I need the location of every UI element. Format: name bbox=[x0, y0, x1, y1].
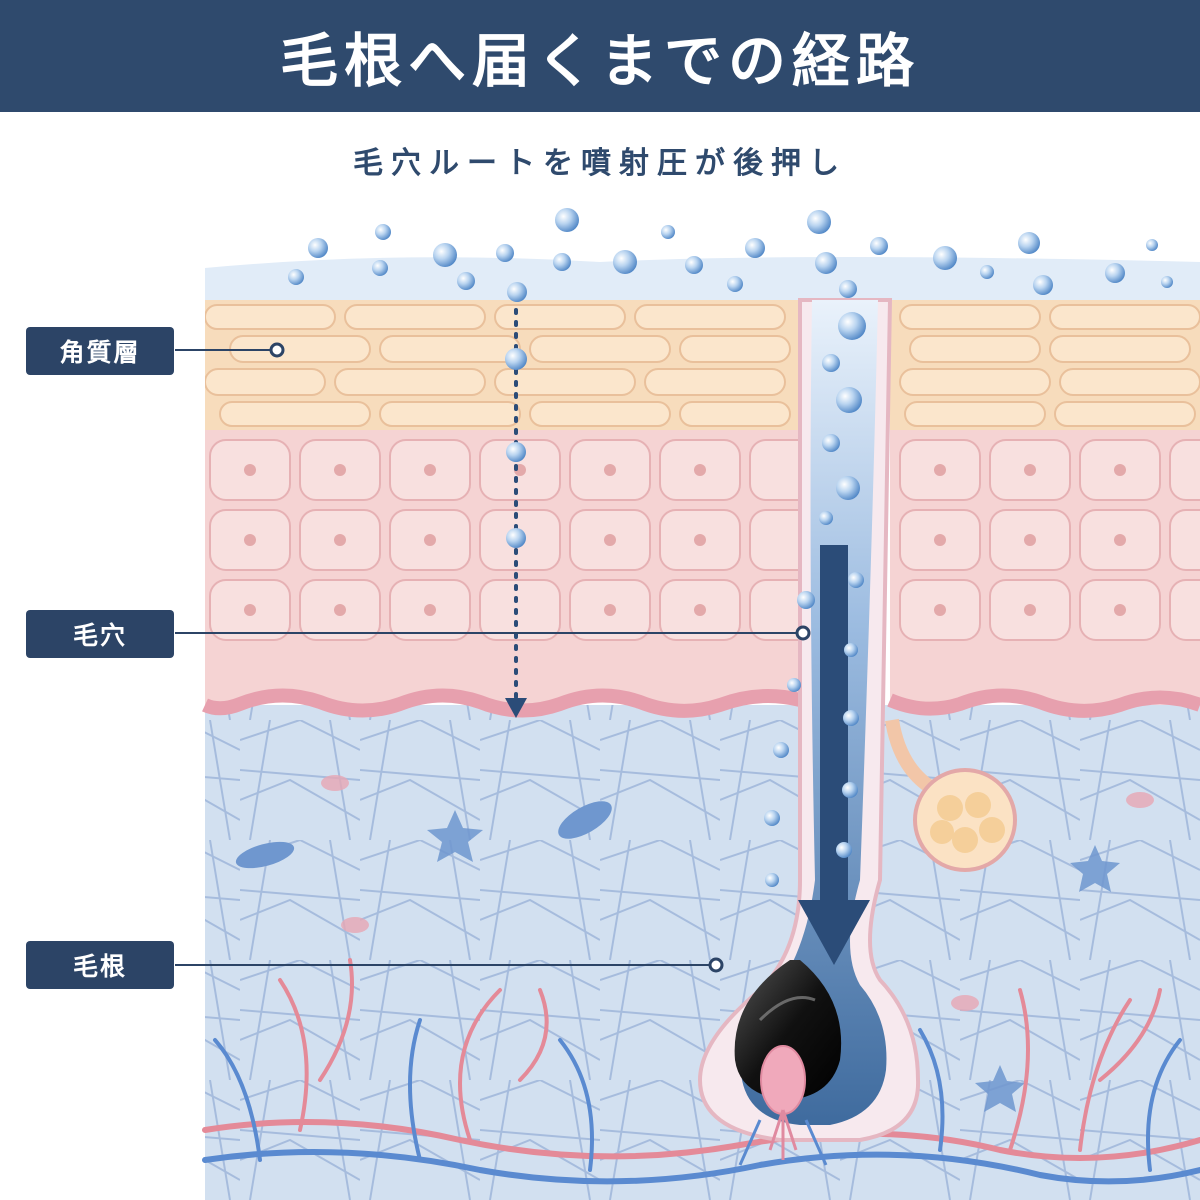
page-subtitle: 毛穴ルートを噴射圧が後押し bbox=[353, 146, 847, 181]
page-title: 毛根へ届くまでの経路 bbox=[0, 0, 1200, 112]
hair-bulb bbox=[734, 960, 842, 1100]
blocked-route-dotted-arrow bbox=[505, 308, 527, 718]
label-hair-root: 毛根 bbox=[26, 941, 174, 989]
pore-marker bbox=[795, 625, 811, 641]
leader-lines bbox=[175, 349, 803, 966]
pore-route-arrow bbox=[798, 545, 870, 965]
label-stratum-corneum: 角質層 bbox=[26, 327, 174, 375]
water-droplets bbox=[288, 208, 1173, 887]
stratum-corneum-marker bbox=[269, 342, 285, 358]
hair-root-marker bbox=[708, 957, 724, 973]
label-pore: 毛穴 bbox=[26, 610, 174, 658]
